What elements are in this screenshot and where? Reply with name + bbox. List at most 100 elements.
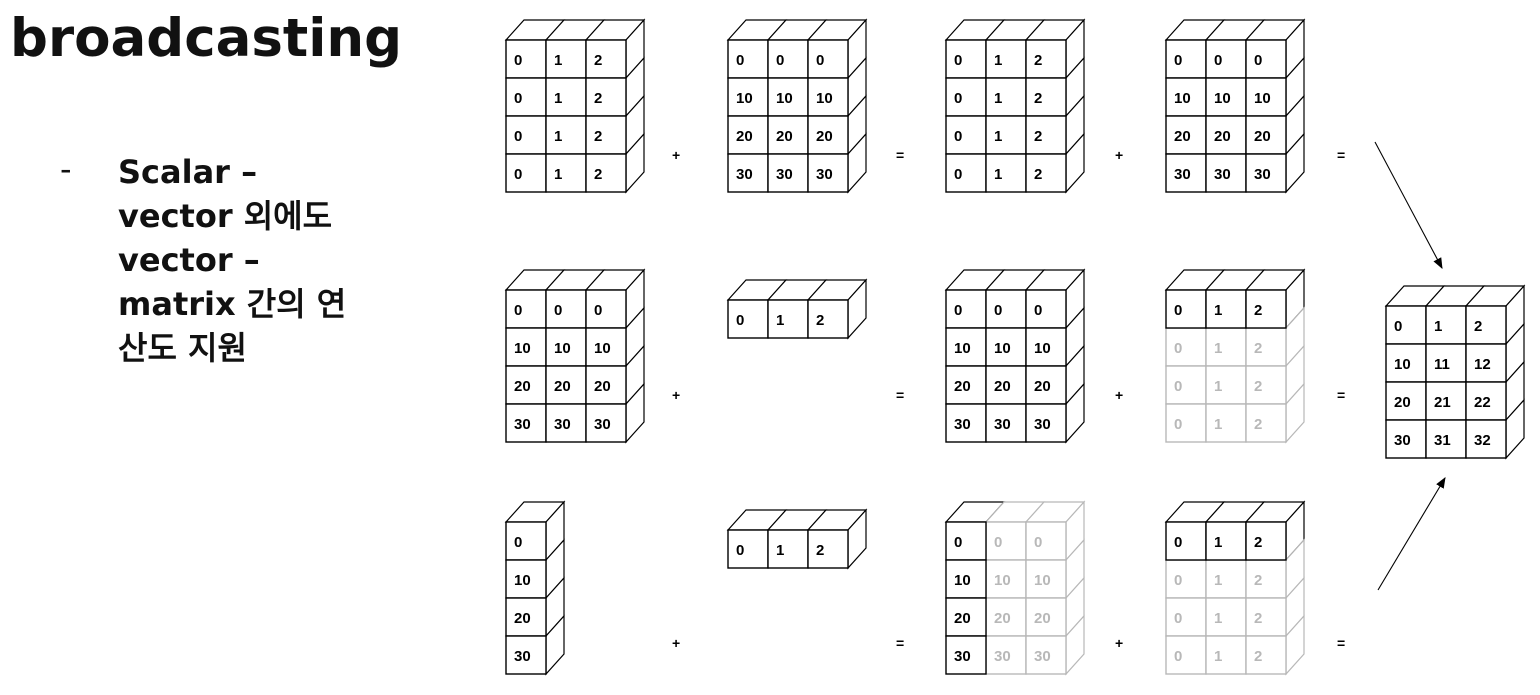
row-2-array-a-stretched-cell: [945, 289, 987, 329]
array-result-value: 20: [1394, 394, 1411, 411]
array-result-cell: [1385, 343, 1427, 383]
row-3-array-b-stretched-value: 1: [1214, 648, 1222, 665]
row-2-array-a-cell: [585, 365, 627, 405]
row-2-operator-plus: +: [1115, 387, 1123, 403]
row-2-array-a-value: 10: [514, 340, 531, 357]
row-1-array-a-stretched-cell: [1025, 39, 1067, 79]
row-3-array-a-stretched-cell: [1025, 559, 1067, 599]
row-1-array-a-stretched-value: 1: [994, 166, 1002, 183]
row-3-operator-plus: +: [672, 635, 680, 651]
row-2-array-a-cell: [505, 403, 547, 443]
row-2-array-b-stretched-value: 0: [1174, 416, 1182, 433]
row-1-array-b-stretched-cell: [1245, 77, 1287, 117]
row-1-array-a-stretched-cell: [1025, 115, 1067, 155]
row-2-array-a-value: 0: [594, 302, 602, 319]
row-2-array-b-stretched-cell: [1245, 289, 1287, 329]
row-1-array-a-cell: [545, 39, 587, 79]
row-2-array-a-stretched-value: 10: [1034, 340, 1051, 357]
row-1-array-a-stretched-cell: [1025, 153, 1067, 193]
row-3-array-a-stretched-value: 20: [1034, 610, 1051, 627]
row-3-array-a-stretched-cell: [945, 635, 987, 675]
array-result-cell: [1425, 305, 1467, 345]
row-3-operator-equals: =: [896, 635, 904, 651]
row-3-array-b-stretched-cell: [1165, 521, 1207, 561]
row-1-array-a-stretched-value: 0: [954, 52, 962, 69]
row-2-array-b-stretched-value: 1: [1214, 378, 1222, 395]
row-3-array-a-cell: [505, 635, 547, 675]
arrow-row-1-to-result: [1374, 141, 1443, 269]
row-2-array-b-stretched-cell: [1165, 365, 1207, 405]
array-result-cell: [1425, 381, 1467, 421]
array-result-value: 31: [1434, 432, 1451, 449]
row-1-array-b-cell: [807, 153, 849, 193]
array-result-value: 1: [1434, 318, 1442, 335]
row-1-array-a-stretched-cell: [985, 39, 1027, 79]
row-3-array-b-stretched-cell: [1245, 597, 1287, 637]
row-1-array-a-stretched-value: 1: [994, 128, 1002, 145]
row-1-array-a-cell: [545, 153, 587, 193]
row-1-array-a-stretched-value: 2: [1034, 90, 1042, 107]
row-1-array-a-cell: [585, 77, 627, 117]
row-1-array-a-stretched-cell: [945, 77, 987, 117]
row-3-array-b-stretched-cell: [1205, 597, 1247, 637]
row-1-operator-equals: =: [1337, 147, 1345, 163]
row-1-array-b-value: 20: [776, 128, 793, 145]
row-3-array-a-stretched-value: 10: [1034, 572, 1051, 589]
row-1-array-b-value: 0: [816, 52, 824, 69]
row-1-array-a-stretched-value: 0: [954, 166, 962, 183]
row-1-array-b-cell: [807, 39, 849, 79]
row-3-operator-plus: +: [1115, 635, 1123, 651]
row-1-array-a-cell: [505, 39, 547, 79]
row-2-array-a-stretched-value: 20: [1034, 378, 1051, 395]
row-1-array-b-value: 10: [736, 90, 753, 107]
row-2-array-a-stretched-value: 30: [994, 416, 1011, 433]
row-2-array-a-stretched-cell: [945, 403, 987, 443]
row-2-array-a-cell: [505, 289, 547, 329]
row-1-array-a-stretched-cell: [985, 153, 1027, 193]
row-3-array-a-stretched-cell: [1025, 635, 1067, 675]
row-1-array-b-stretched-cell: [1245, 153, 1287, 193]
row-3-array-b-value: 1: [776, 542, 784, 559]
row-2-array-a-stretched-cell: [1025, 365, 1067, 405]
row-2-operator-equals: =: [896, 387, 904, 403]
row-2-array-a-stretched-cell: [985, 289, 1027, 329]
row-3-array-b-stretched-value: 1: [1214, 534, 1222, 551]
row-3-array-a-stretched-value: 0: [994, 534, 1002, 551]
row-2-array-a-value: 30: [554, 416, 571, 433]
row-1-array-a-value: 1: [554, 90, 562, 107]
row-2-array-a-stretched-value: 10: [954, 340, 971, 357]
row-1-array-b-value: 10: [816, 90, 833, 107]
row-3-array-a-stretched-value: 30: [994, 648, 1011, 665]
row-1-array-a-stretched-value: 1: [994, 90, 1002, 107]
row-2-array-a-value: 30: [594, 416, 611, 433]
row-3-array-b-stretched-value: 2: [1254, 610, 1262, 627]
row-1-array-a-stretched-cell: [945, 39, 987, 79]
row-2-array-b-stretched-value: 1: [1214, 340, 1222, 357]
row-1-array-b-stretched-cell: [1165, 115, 1207, 155]
row-3-array-b-stretched-cell: [1245, 635, 1287, 675]
row-2-array-b-stretched-cell: [1165, 403, 1207, 443]
row-2-array-b-cell: [767, 299, 809, 339]
bullet-text: Scalar – vector 외에도 vector – matrix 간의 연…: [118, 150, 458, 370]
row-1-array-a-cell: [505, 115, 547, 155]
row-1-array-b-stretched-value: 20: [1214, 128, 1231, 145]
row-3-array-b-stretched-cell: [1165, 597, 1207, 637]
row-2-array-b-value: 2: [816, 312, 824, 329]
row-2-array-b-stretched-value: 0: [1174, 302, 1182, 319]
row-3-array-a-cell: [505, 597, 547, 637]
row-1-operator-plus: +: [1115, 147, 1123, 163]
row-3-array-a-value: 10: [514, 572, 531, 589]
row-1-array-b-stretched-value: 30: [1254, 166, 1271, 183]
row-3-array-b-stretched-cell: [1245, 559, 1287, 599]
row-2-array-a-stretched-cell: [1025, 289, 1067, 329]
array-result-value: 2: [1474, 318, 1482, 335]
row-2-array-a-stretched-value: 20: [954, 378, 971, 395]
